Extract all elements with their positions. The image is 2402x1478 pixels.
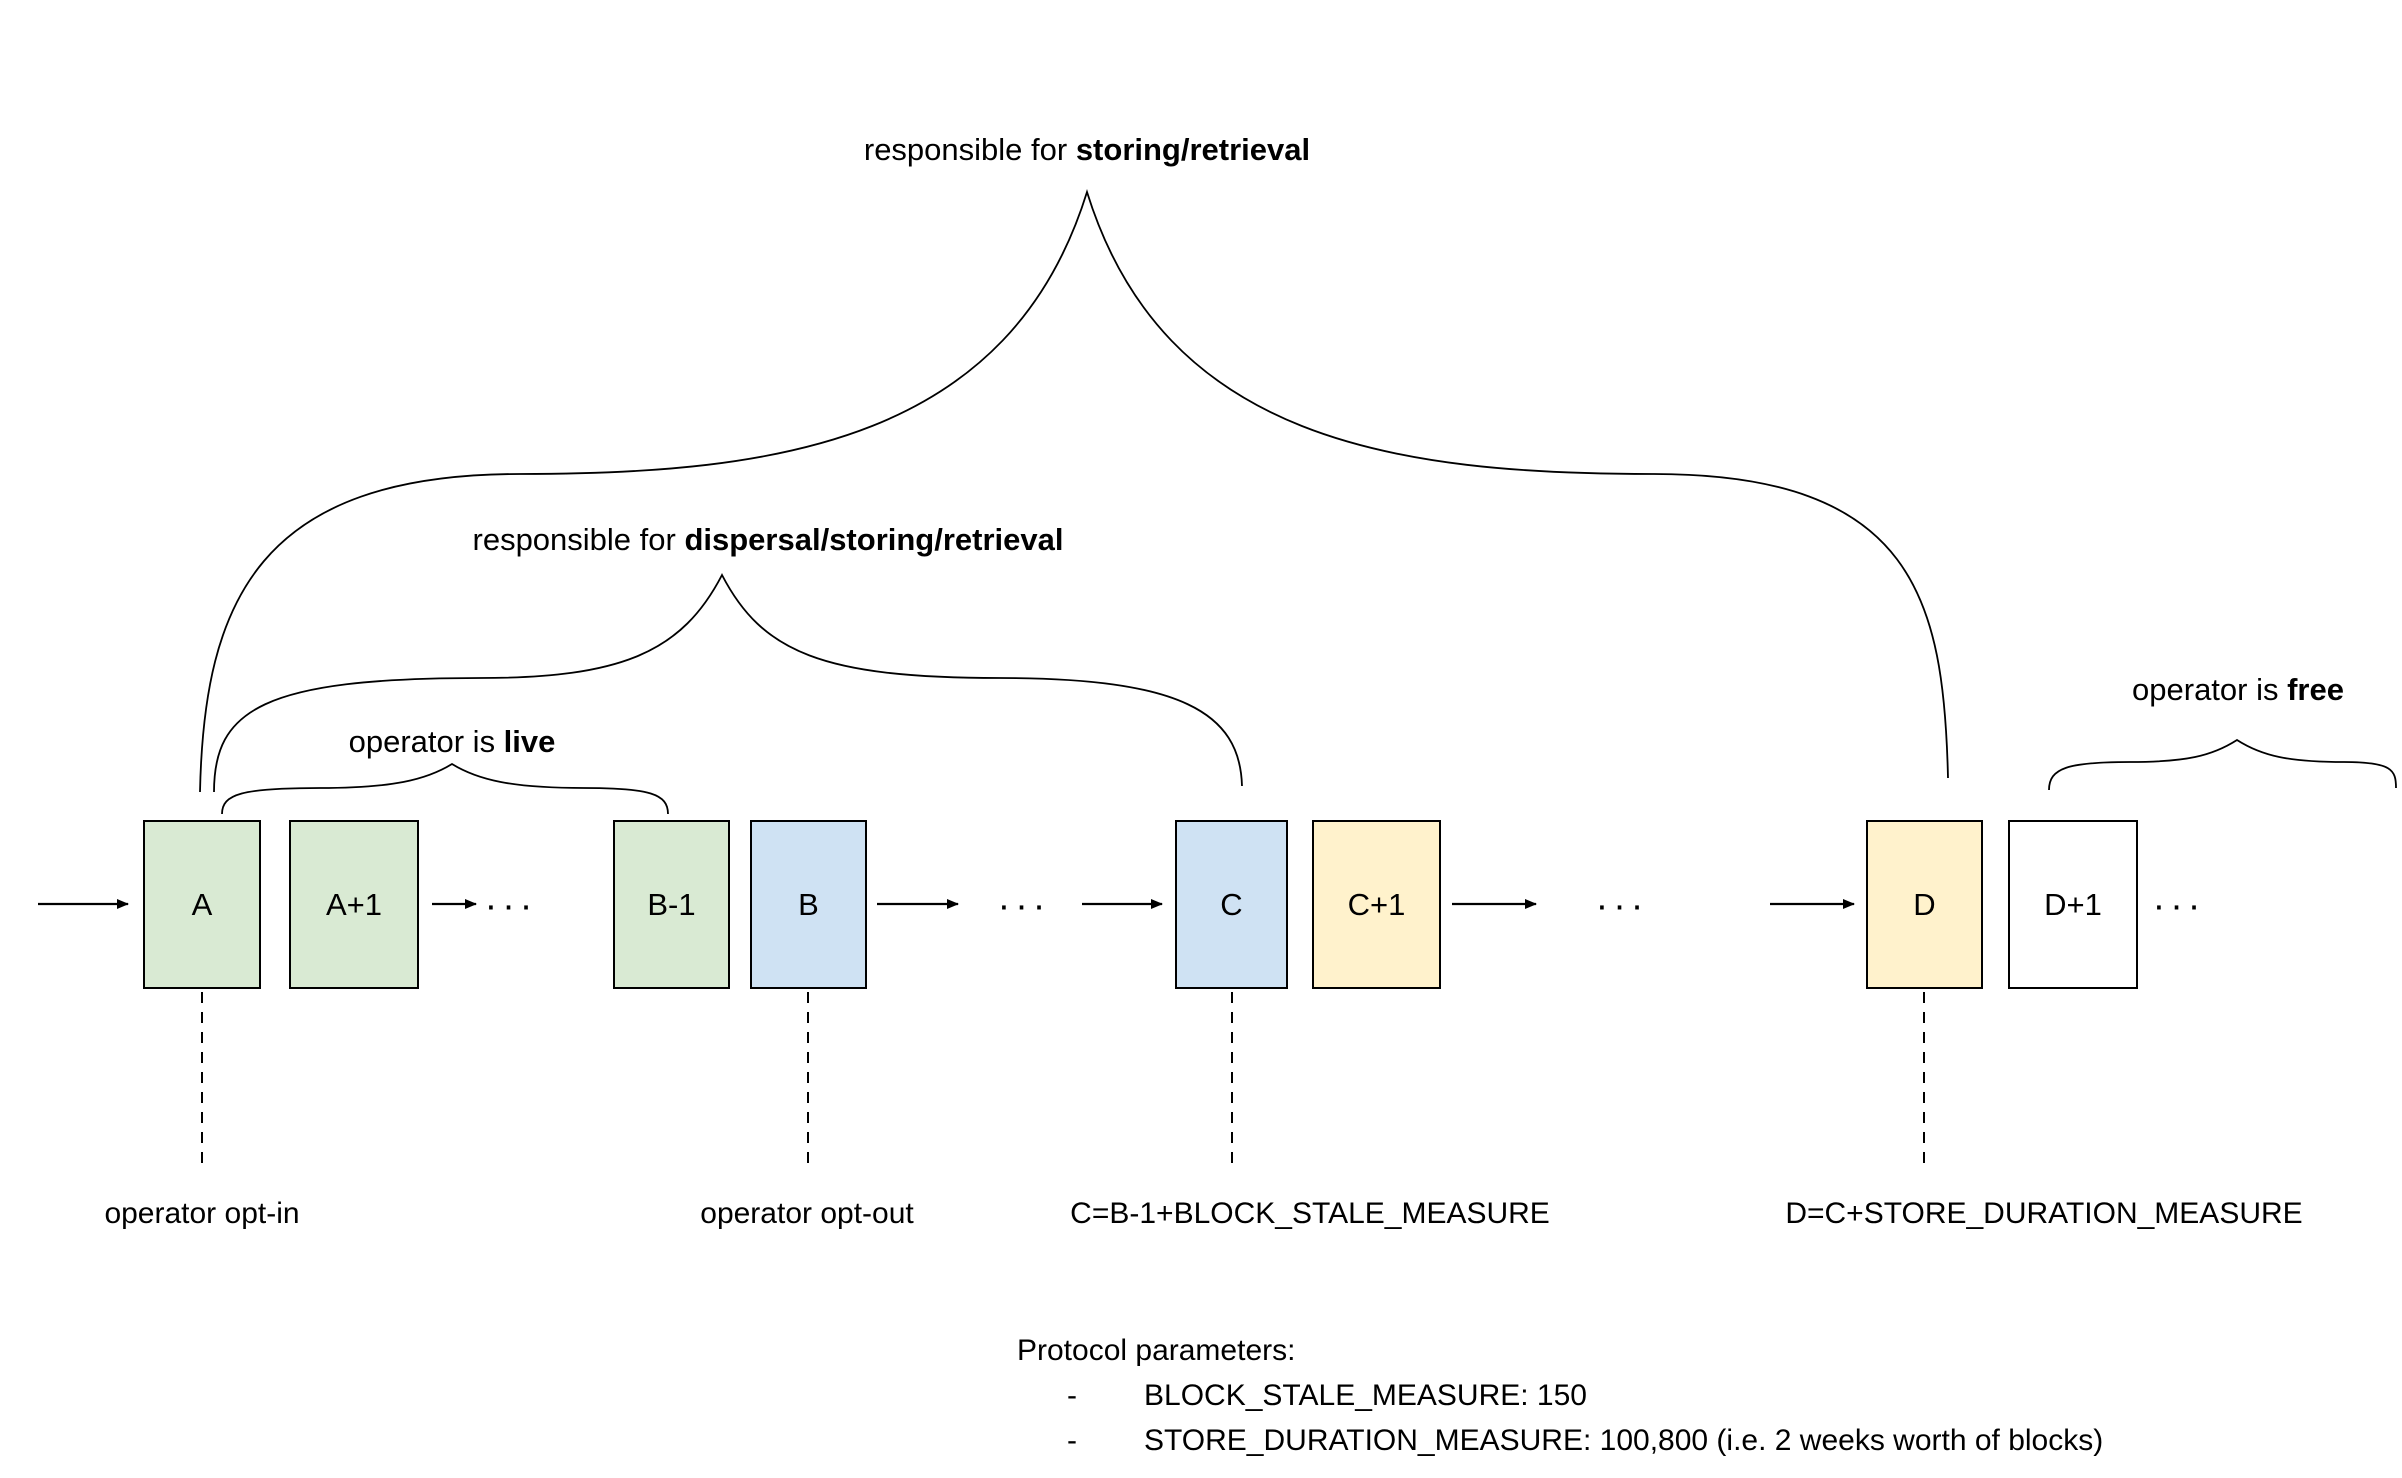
block-a1-label: A+1 bbox=[325, 886, 383, 922]
label-storing-retrieval: responsible for storing/retrieval bbox=[864, 132, 1310, 168]
block-d1-label: D+1 bbox=[2044, 886, 2102, 922]
block-c1-label: C+1 bbox=[1347, 886, 1406, 922]
label-dispersal-bold: dispersal/storing/retrieval bbox=[684, 522, 1064, 557]
protocol-parameters: Protocol parameters: - BLOCK_STALE_MEASU… bbox=[1017, 1328, 2103, 1463]
bullet-dash: - bbox=[1067, 1424, 1077, 1457]
block-b-1: B-1 bbox=[613, 820, 730, 989]
block-a1: A+1 bbox=[289, 820, 419, 989]
ellipsis-3: ... bbox=[1596, 876, 1650, 919]
label-dispersal-prefix: responsible for bbox=[472, 522, 685, 557]
block-d: D bbox=[1866, 820, 1983, 989]
protocol-item-text: STORE_DURATION_MEASURE: 100,800 (i.e. 2 … bbox=[1144, 1424, 2104, 1457]
label-storing-prefix: responsible for bbox=[863, 132, 1076, 167]
block-b-1-label: B-1 bbox=[647, 886, 696, 922]
label-operator-opt-out: operator opt-out bbox=[700, 1197, 914, 1230]
protocol-item-block-stale: - BLOCK_STALE_MEASURE: 150 bbox=[1017, 1373, 2103, 1418]
block-d-label: D bbox=[1913, 886, 1936, 922]
block-b-label: B bbox=[798, 886, 819, 922]
block-b: B bbox=[750, 820, 867, 989]
brace-storing bbox=[199, 188, 1949, 793]
block-c: C bbox=[1175, 820, 1288, 989]
ellipsis-1: ... bbox=[485, 876, 539, 919]
label-c-formula: C=B-1+BLOCK_STALE_MEASURE bbox=[1070, 1197, 1550, 1230]
bullet-dash: - bbox=[1067, 1379, 1077, 1412]
brace-dispersal bbox=[213, 573, 1243, 793]
label-live-prefix: operator is bbox=[348, 724, 504, 759]
protocol-title: Protocol parameters: bbox=[1017, 1334, 1296, 1367]
block-c1: C+1 bbox=[1312, 820, 1441, 989]
brace-free bbox=[2048, 738, 2397, 791]
label-operator-free: operator is free bbox=[2132, 672, 2344, 708]
label-d-formula: D=C+STORE_DURATION_MEASURE bbox=[1785, 1197, 2303, 1230]
block-d1: D+1 bbox=[2008, 820, 2138, 989]
label-storing-bold: storing/retrieval bbox=[1075, 132, 1311, 167]
brace-live bbox=[221, 762, 669, 815]
ellipsis-2: ... bbox=[998, 876, 1052, 919]
protocol-item-text: BLOCK_STALE_MEASURE: 150 bbox=[1144, 1379, 1587, 1412]
label-free-bold: free bbox=[2287, 672, 2344, 707]
protocol-item-store-duration: - STORE_DURATION_MEASURE: 100,800 (i.e. … bbox=[1017, 1418, 2103, 1463]
block-a-label: A bbox=[191, 886, 213, 922]
label-live-bold: live bbox=[503, 724, 556, 759]
block-a: A bbox=[143, 820, 261, 989]
block-c-label: C bbox=[1220, 886, 1243, 922]
label-dispersal-storing-retrieval: responsible for dispersal/storing/retrie… bbox=[473, 522, 1064, 558]
label-free-prefix: operator is bbox=[2132, 672, 2288, 707]
ellipsis-4: ... bbox=[2153, 876, 2207, 919]
label-operator-live: operator is live bbox=[349, 724, 556, 760]
label-operator-opt-in: operator opt-in bbox=[104, 1197, 300, 1230]
